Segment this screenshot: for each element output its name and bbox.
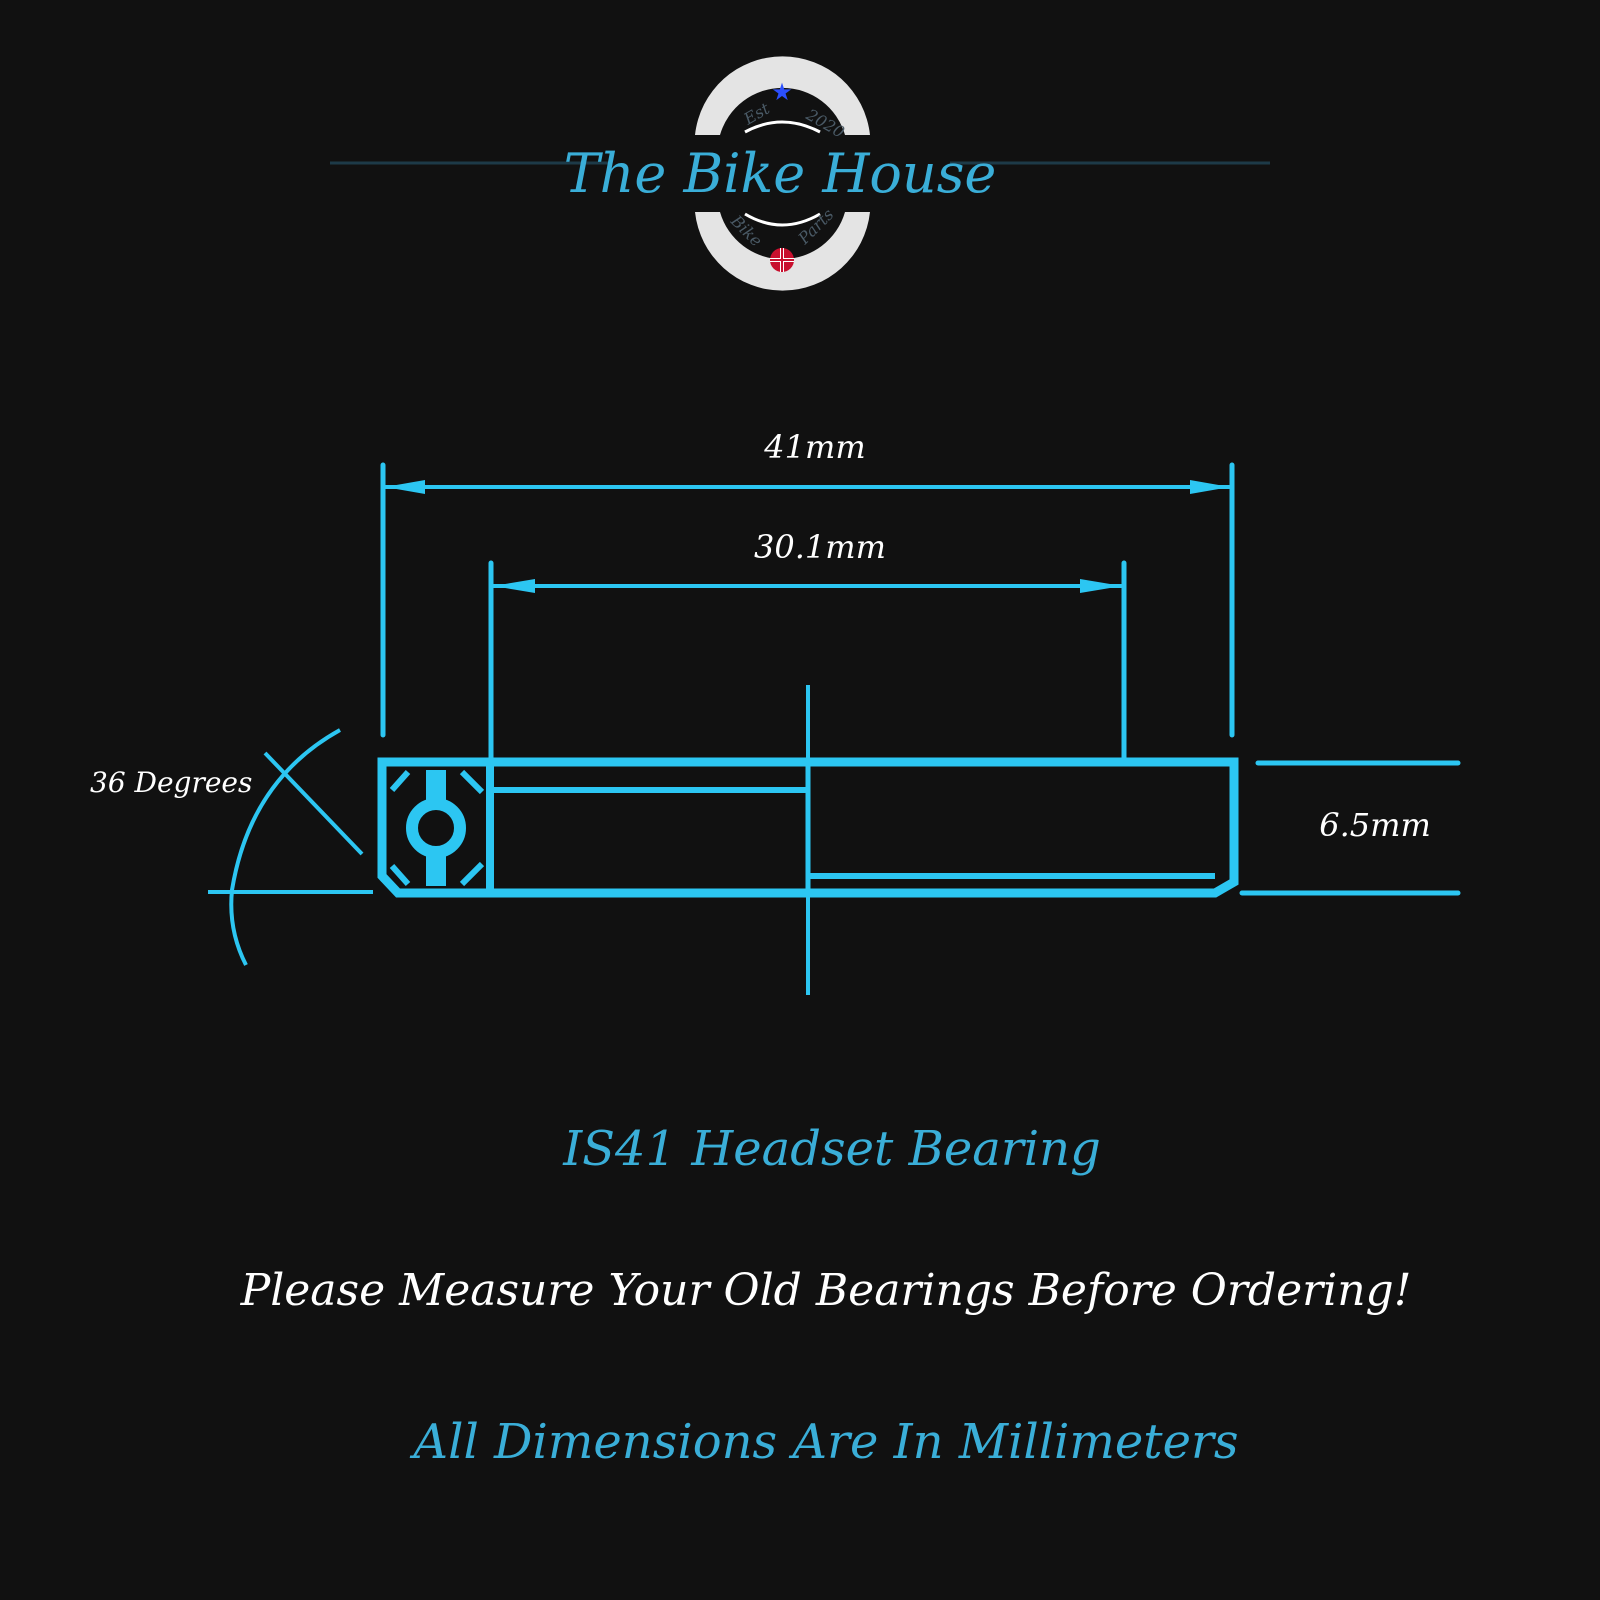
outer-diameter-dimension: 41mm	[380, 428, 1235, 738]
units-note: All Dimensions Are In Millimeters	[409, 1414, 1238, 1470]
logo-name: The Bike House	[564, 142, 997, 205]
product-title: IS41 Headset Bearing	[562, 1121, 1101, 1177]
height-label: 6.5mm	[1319, 806, 1431, 844]
star-icon: ★	[771, 78, 793, 106]
outer-diameter-label: 41mm	[763, 428, 865, 466]
ball-icon	[406, 798, 466, 858]
inner-diameter-label: 30.1mm	[754, 528, 886, 566]
bearing-cross-section	[377, 757, 1239, 898]
chainring-icon: ★	[695, 56, 870, 291]
measure-notice: Please Measure Your Old Bearings Before …	[240, 1265, 1412, 1316]
angle-dimension: 36 Degrees	[90, 728, 373, 966]
angle-label: 36 Degrees	[90, 766, 252, 799]
brand-logo: ★ Est 2020 Bike Parts The Bike House	[330, 56, 1270, 291]
inner-diameter-dimension: 30.1mm	[488, 528, 1127, 763]
height-dimension: 6.5mm	[1239, 760, 1461, 896]
